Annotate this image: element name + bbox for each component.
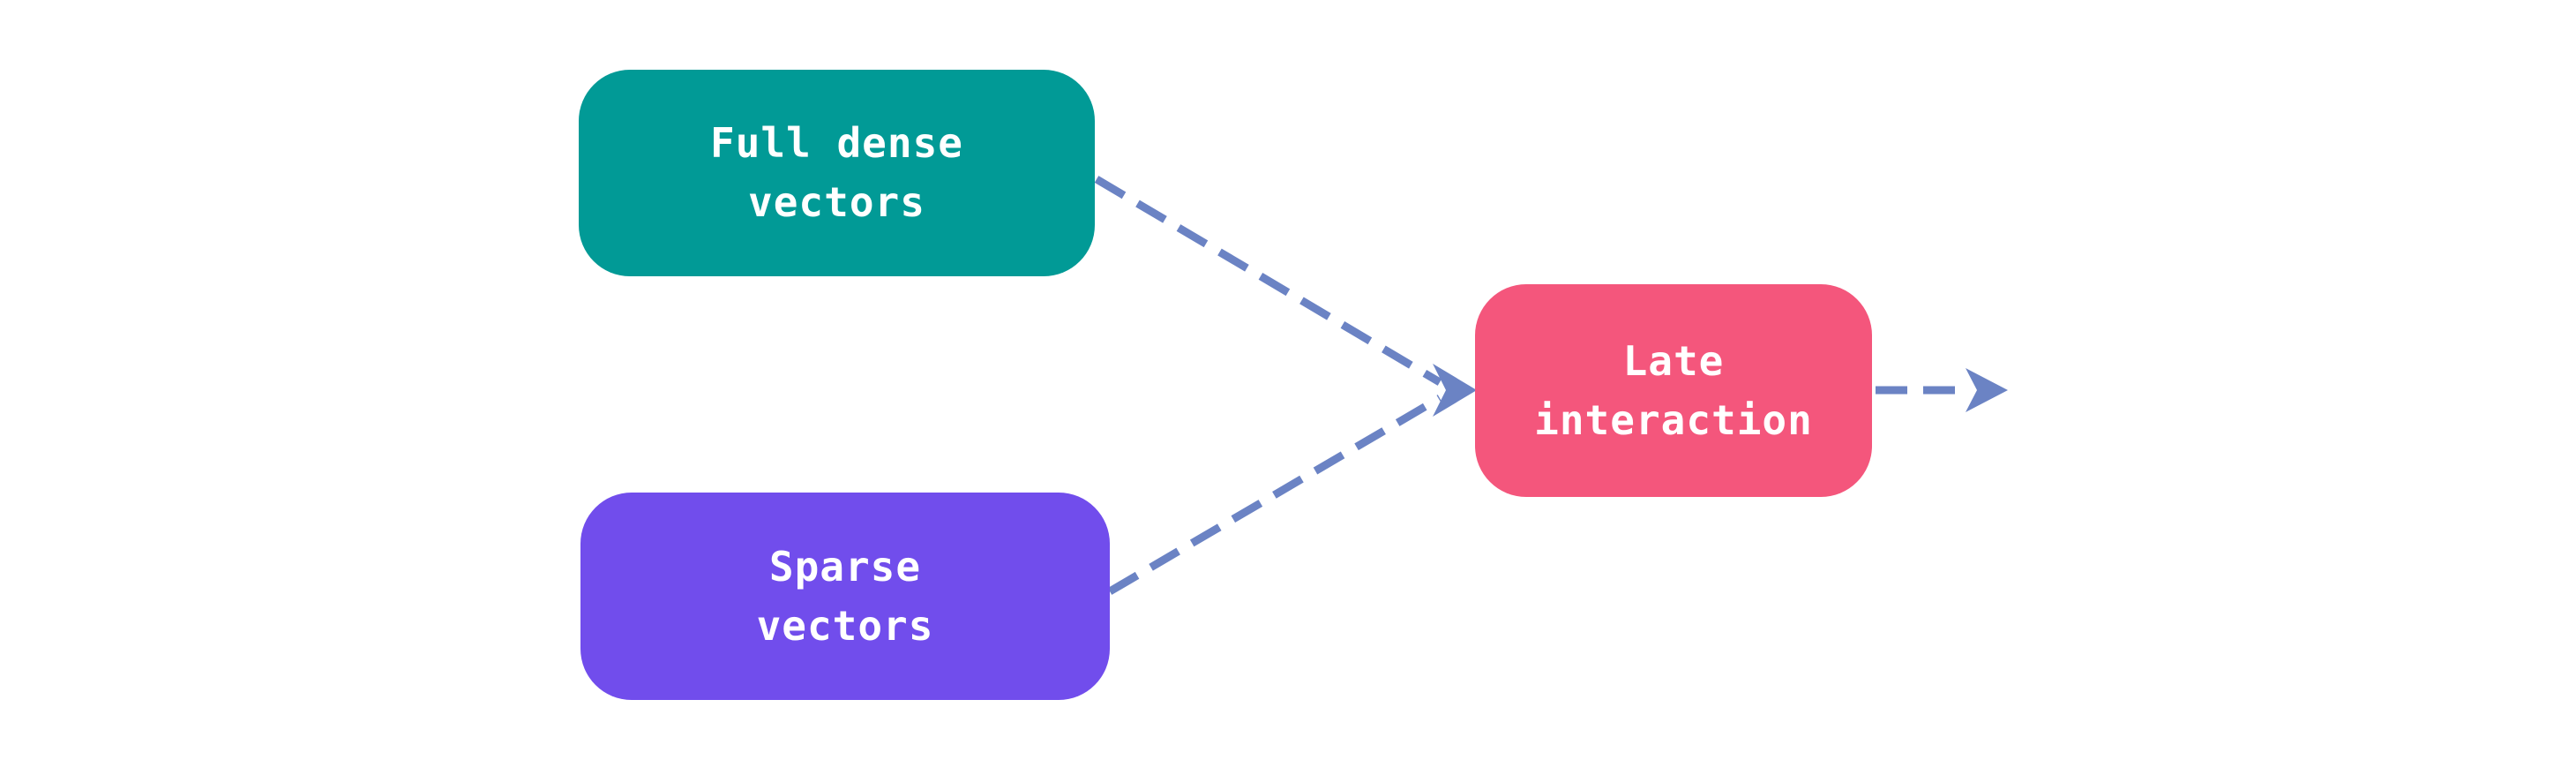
edge-sparse-to-late-interaction	[1107, 395, 1442, 595]
node-sparse-vectors: Sparse vectors	[580, 493, 1110, 700]
merge-arrowhead-icon	[1433, 364, 1477, 417]
node-full-dense-vectors: Full dense vectors	[579, 70, 1095, 276]
output-arrowhead-icon	[1966, 368, 2008, 412]
node-late-interaction: Late interaction	[1475, 284, 1872, 497]
node-late-interaction-label: Late interaction	[1534, 336, 1813, 444]
edge-full-dense-to-late-interaction	[1094, 176, 1442, 386]
node-full-dense-vectors-label: Full dense vectors	[710, 119, 963, 226]
node-sparse-vectors-label: Sparse vectors	[756, 542, 934, 650]
